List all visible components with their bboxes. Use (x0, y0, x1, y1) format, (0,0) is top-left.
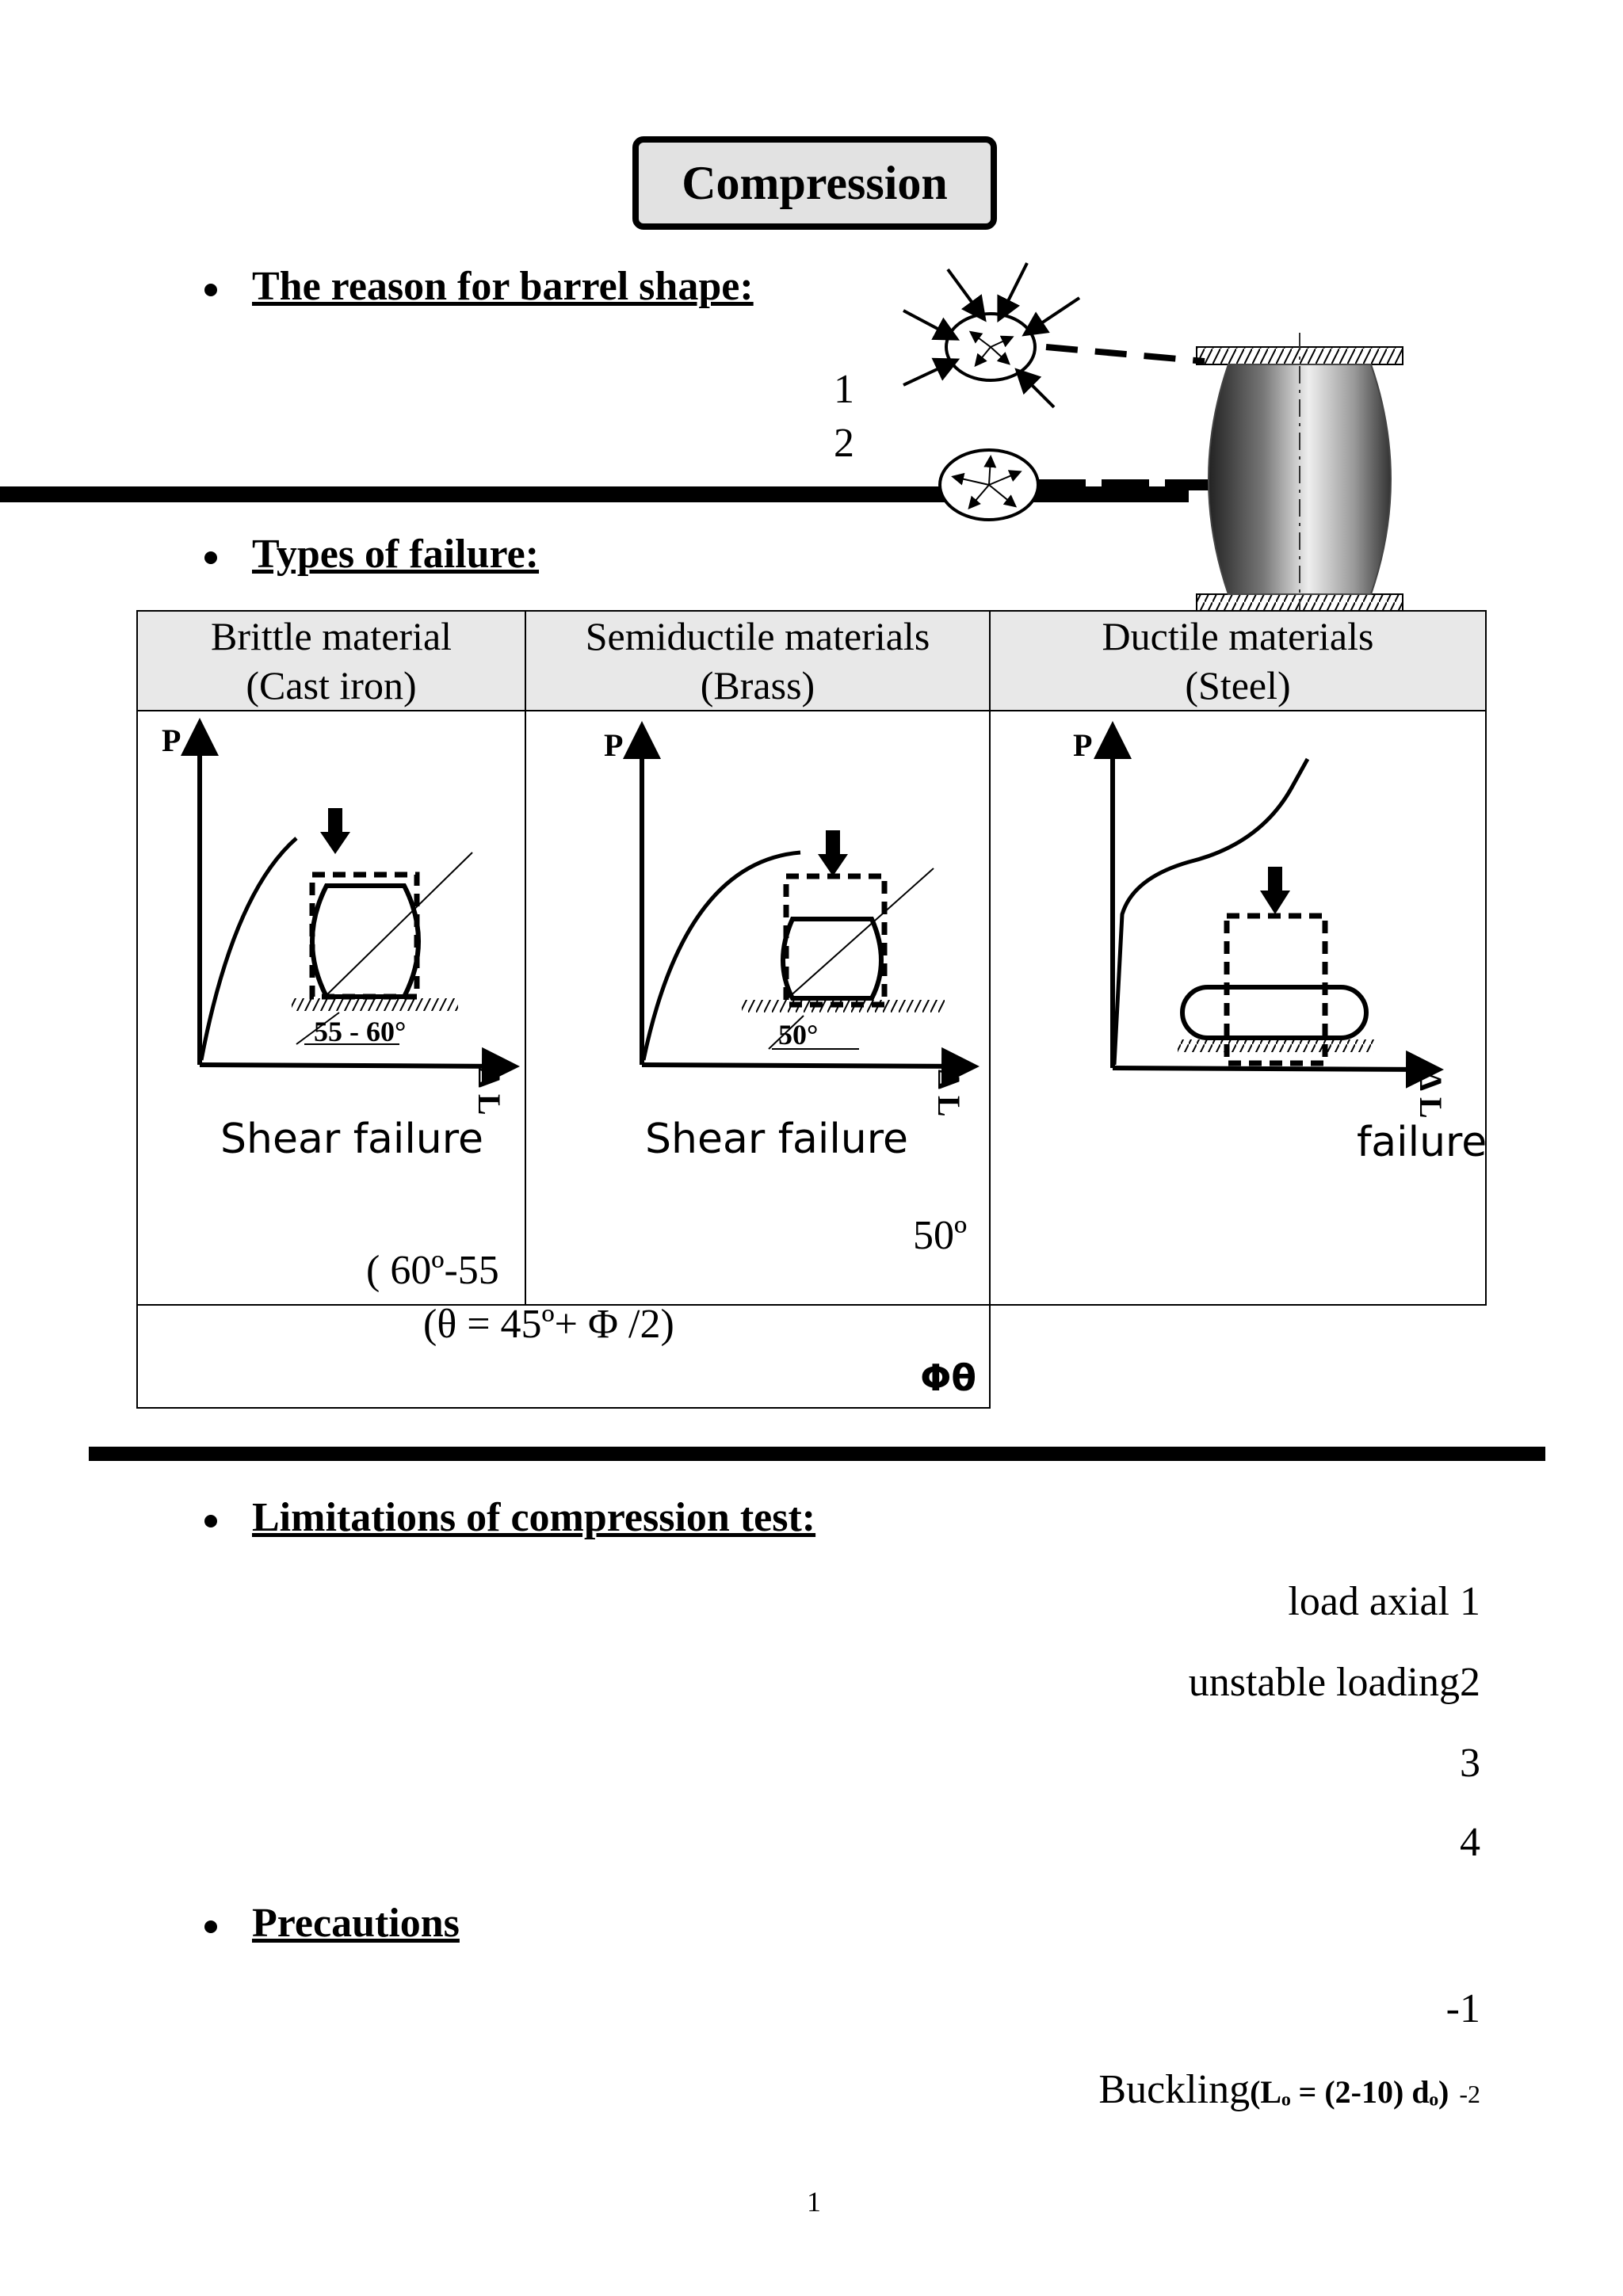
failure-heading: Types of failure: (252, 532, 540, 577)
precaution-item-2: Buckling(Lₒ = (2-10) dₒ) -2 (1098, 2066, 1480, 2113)
bullet-failure (204, 551, 217, 564)
precautions-heading: Precautions (252, 1901, 460, 1946)
header-semiductile: Semiductile materials (Brass) (525, 610, 991, 711)
precaution-item-2-num: -2 (1459, 2080, 1480, 2108)
cell-brittle: 55 - 60° P Δ L Shear failure ( 60º-55 (136, 710, 526, 1306)
footer-formula: (θ = 45º+ Φ /2) (423, 1302, 674, 1347)
brittle-caption: Shear failure (220, 1116, 483, 1163)
header-ductile-line1: Ductile materials (1102, 614, 1374, 658)
semiductile-y-axis: P (604, 727, 623, 763)
cell-semiductile: 50° P Δ L Shear failure 50º (525, 710, 991, 1306)
ductile-y-axis: P (1073, 727, 1092, 763)
limitations-heading: Limitations of compression test: (252, 1495, 816, 1540)
table-body-row: 55 - 60° P Δ L Shear failure ( 60º-55 (136, 710, 1487, 1306)
limitation-item-1: load axial 1 (1288, 1579, 1480, 1624)
semiductile-caption: Shear failure (645, 1116, 908, 1163)
header-ductile: Ductile materials (Steel) (989, 610, 1487, 711)
page-title-text: Compression (682, 156, 948, 209)
brittle-x-axis: Δ L (472, 1068, 507, 1116)
divider-middle (89, 1447, 1545, 1461)
bullet-limitations (204, 1515, 217, 1527)
ductile-x-axis: Δ L (1413, 1071, 1449, 1119)
brittle-angle: 55 - 60° (314, 1016, 406, 1047)
table-header-row: Brittle material (Cast iron) Semiductile… (136, 610, 1487, 711)
ductile-plot: P Δ L (1073, 721, 1449, 1119)
footer-formula-cell: (θ = 45º+ Φ /2) Φθ (136, 1302, 991, 1409)
barrel-item-2: 2 (834, 421, 854, 466)
ductile-caption: failure (1357, 1119, 1487, 1166)
failure-table: Brittle material (Cast iron) Semiductile… (136, 610, 1487, 1409)
brittle-note: ( 60º-55 (366, 1248, 499, 1293)
limitation-item-4: 4 (1460, 1820, 1480, 1865)
cell-ductile: P Δ L failure (989, 710, 1487, 1306)
header-semiductile-line2: (Brass) (700, 663, 815, 707)
brittle-plot: 55 - 60° P Δ L (162, 718, 520, 1116)
header-ductile-line2: (Steel) (1185, 663, 1291, 707)
barrel-item-1: 1 (834, 367, 854, 412)
table-footer-row: (θ = 45º+ Φ /2) Φθ (136, 1302, 1486, 1409)
barrel-diagram (903, 262, 1403, 626)
barrel-specimen (1196, 333, 1403, 626)
barrel-heading: The reason for barrel shape: (252, 264, 754, 309)
semiductile-x-axis: Δ L (931, 1070, 967, 1117)
stress-circle-1 (903, 262, 1081, 409)
bullet-barrel (204, 284, 217, 296)
precaution-item-2-text: Buckling (1098, 2067, 1251, 2112)
footer-symbols: Φθ (920, 1356, 976, 1399)
page-number: 1 (807, 2186, 821, 2218)
precaution-item-2-formula: (Lₒ = (2-10) dₒ) (1250, 2074, 1449, 2110)
page-title: Compression (632, 136, 997, 230)
semiductile-angle: 50° (778, 1019, 818, 1051)
brittle-y-axis: P (162, 723, 181, 758)
limitation-item-2: unstable loading2 (1188, 1660, 1480, 1705)
header-brittle: Brittle material (Cast iron) (136, 610, 526, 711)
header-brittle-line1: Brittle material (210, 614, 453, 658)
stress-circle-2 (938, 448, 1040, 521)
semiductile-note: 50º (913, 1213, 968, 1258)
bullet-precautions (204, 1920, 217, 1933)
footer-empty (990, 1305, 1486, 1408)
precaution-item-1: -1 (1445, 1986, 1480, 2031)
header-brittle-line2: (Cast iron) (246, 663, 417, 707)
header-semiductile-line1: Semiductile materials (585, 614, 930, 658)
limitation-item-3: 3 (1460, 1741, 1480, 1786)
semiductile-plot: 50° P Δ L (604, 721, 980, 1117)
divider-top (0, 486, 1189, 502)
